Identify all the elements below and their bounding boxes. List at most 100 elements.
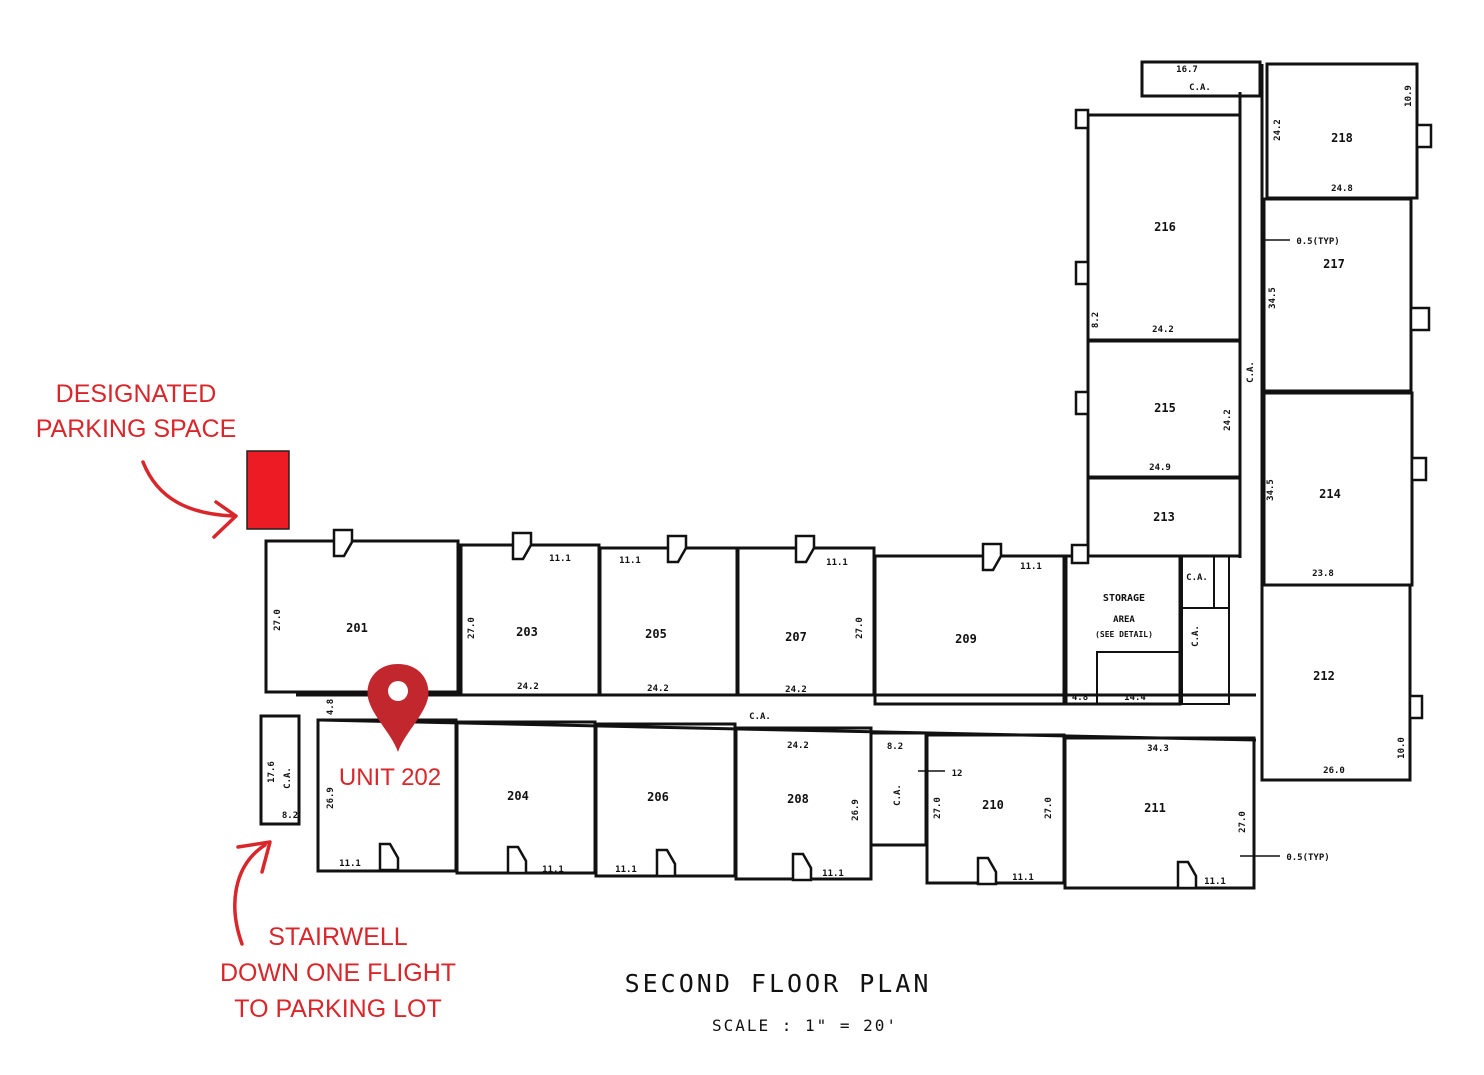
door-203 xyxy=(511,531,533,561)
door-201 xyxy=(332,528,354,558)
storage-label-3: (SEE DETAIL) xyxy=(1095,630,1153,639)
dim-209-north: 11.1 xyxy=(1020,562,1042,572)
dim-218-east: 10.9 xyxy=(1404,85,1414,107)
dim-211-east: 27.0 xyxy=(1238,811,1248,833)
dim-215-east: 24.2 xyxy=(1223,409,1233,431)
door-209 xyxy=(981,542,1003,572)
door-207 xyxy=(794,534,816,564)
dim-216-south: 24.2 xyxy=(1152,325,1174,335)
room-203-label: 203 xyxy=(516,625,538,639)
storage-sub-room xyxy=(1096,651,1181,705)
location-pin-icon xyxy=(367,664,429,752)
door-204 xyxy=(506,845,528,875)
unit-202-label: UNIT 202 xyxy=(339,764,441,791)
closet-ca-label: C.A. xyxy=(1191,625,1201,647)
stairwell-label-line2: DOWN ONE FLIGHT xyxy=(220,959,456,987)
dim-217-west: 34.5 xyxy=(1268,287,1278,309)
room-203-outline xyxy=(459,543,601,697)
door-210 xyxy=(976,856,998,886)
dim-216-door: 8.2 xyxy=(1091,312,1101,328)
dim-214-south: 23.8 xyxy=(1312,569,1334,579)
dim-215-south: 24.9 xyxy=(1149,463,1171,473)
room-204-label: 204 xyxy=(507,789,529,803)
room-213-outline xyxy=(1086,476,1242,558)
dim-207-east: 27.0 xyxy=(855,617,865,639)
dim-208-north: 24.2 xyxy=(787,741,809,751)
dim-closet-north: 8.2 xyxy=(887,742,903,752)
dim-202-corner: 4.8 xyxy=(326,699,336,715)
dim-208-south: 11.1 xyxy=(822,869,844,879)
room-211-label: 211 xyxy=(1144,801,1166,815)
room-208-label: 208 xyxy=(787,792,809,806)
dim-204-south: 11.1 xyxy=(542,865,564,875)
room-207-outline xyxy=(736,546,876,697)
room-209-outline xyxy=(873,554,1066,706)
room-217-outline xyxy=(1262,197,1413,393)
door-202 xyxy=(378,842,400,872)
room-218-label: 218 xyxy=(1331,131,1353,145)
room-214-label: 214 xyxy=(1319,487,1341,501)
room-212-outline xyxy=(1260,583,1412,782)
door-216b xyxy=(1074,260,1090,286)
dim-205-north: 11.1 xyxy=(619,556,641,566)
room-210-label: 210 xyxy=(982,798,1004,812)
door-212 xyxy=(1408,694,1424,720)
ca-north-outline xyxy=(1140,60,1262,98)
dim-212-south: 26.0 xyxy=(1323,766,1345,776)
ca-closet-2 xyxy=(1213,555,1230,609)
parking-arrow-head xyxy=(212,500,238,539)
room-205-label: 205 xyxy=(645,627,667,641)
parking-space-marker xyxy=(246,450,290,530)
door-211 xyxy=(1176,860,1198,890)
door-205 xyxy=(666,534,688,564)
door-217 xyxy=(1409,306,1431,332)
east-corridor-ca-label: C.A. xyxy=(1246,361,1256,383)
location-pin-dot xyxy=(388,681,408,701)
dim-207-south: 24.2 xyxy=(785,685,807,695)
dim-203-north: 11.1 xyxy=(549,554,571,564)
door-bumps xyxy=(332,108,1433,890)
stairwell-ca-outline xyxy=(259,714,301,826)
room-212-label: 212 xyxy=(1313,669,1335,683)
room-211-outline xyxy=(1063,736,1256,890)
corridor-ca-label: C.A. xyxy=(749,712,771,722)
room-206-label: 206 xyxy=(647,790,669,804)
room-217-label: 217 xyxy=(1323,257,1345,271)
dim-storage-sub: 14.4 xyxy=(1124,693,1146,703)
dim-211-south: 11.1 xyxy=(1204,877,1226,887)
room-216-label: 216 xyxy=(1154,220,1176,234)
door-216 xyxy=(1074,108,1090,130)
room-215-label: 215 xyxy=(1154,401,1176,415)
dim-0-5-typ: 0.5(TYP) xyxy=(1296,237,1339,247)
parking-arrow xyxy=(141,460,235,518)
dim-0-5-typ-2: 0.5(TYP) xyxy=(1286,853,1329,863)
dim-206-south: 11.1 xyxy=(615,865,637,875)
south-closet-ca-label: C.A. xyxy=(893,784,903,806)
dim-201-west: 27.0 xyxy=(273,609,283,631)
dim-stair-south: 8.2 xyxy=(282,811,298,821)
dim-stair-west: 17.6 xyxy=(267,761,277,783)
dim-210-east: 27.0 xyxy=(1044,797,1054,819)
door-208 xyxy=(791,852,813,882)
door-214 xyxy=(1410,456,1428,482)
dim-207-north: 11.1 xyxy=(826,558,848,568)
parking-label-line1: DESIGNATED xyxy=(56,380,217,408)
door-215 xyxy=(1074,390,1090,416)
dim-203-south: 24.2 xyxy=(517,682,539,692)
dim-208-east: 26.9 xyxy=(851,799,861,821)
storage-label-1: STORAGE xyxy=(1103,593,1145,604)
stairwell-label-line3: TO PARKING LOT xyxy=(234,995,441,1023)
closet-ca-label-2: C.A. xyxy=(1186,573,1208,583)
room-201-outline xyxy=(264,539,460,694)
room-213-label: 213 xyxy=(1153,510,1175,524)
door-206 xyxy=(655,848,677,878)
annotations: DESIGNATED PARKING SPACE UNIT 202 STAIRW… xyxy=(36,380,456,1023)
dim-202-west: 26.9 xyxy=(326,787,336,809)
dim-212-east: 10.0 xyxy=(1397,737,1407,759)
stairwell-arrow xyxy=(233,843,267,946)
plan-scale: SCALE : 1" = 20' xyxy=(712,1016,898,1035)
door-218 xyxy=(1415,123,1433,149)
ca-closet-3 xyxy=(1181,607,1230,705)
dim-202-south: 11.1 xyxy=(339,859,361,869)
